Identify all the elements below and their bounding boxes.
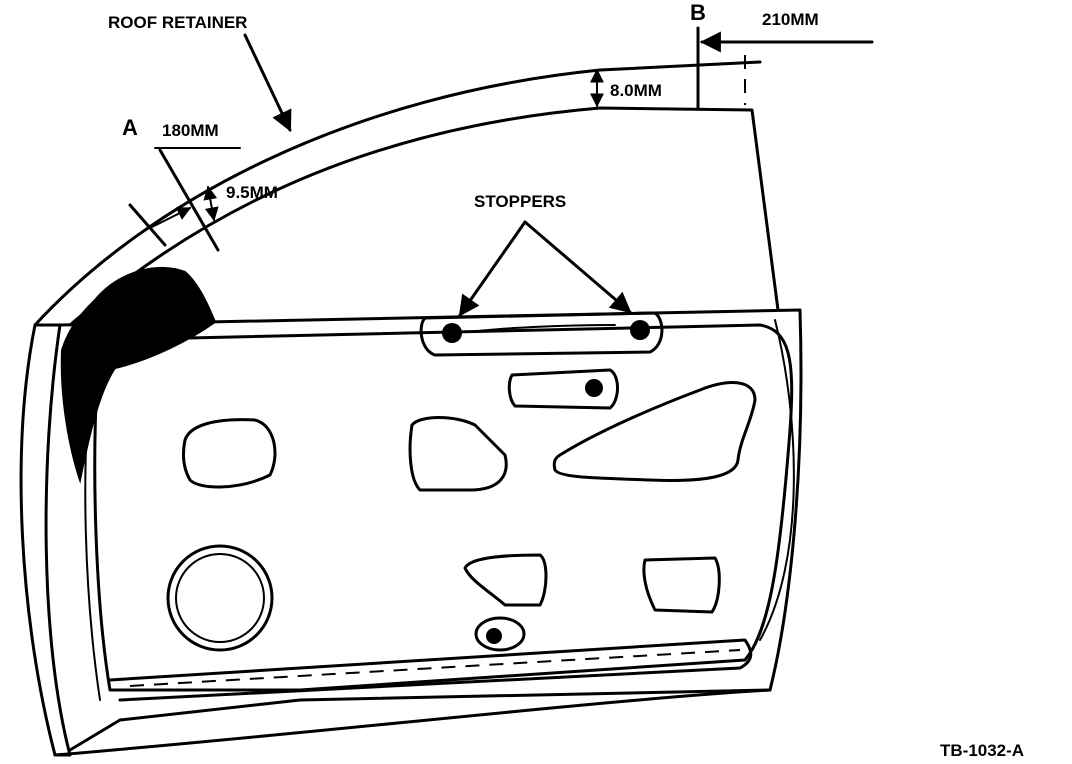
trim-panel-outline	[93, 323, 794, 692]
door-handle-knob	[585, 379, 603, 397]
trim-panel-right-edge	[759, 319, 795, 641]
speaker-inner	[175, 553, 265, 643]
cutout-upper-middle	[408, 416, 508, 492]
cutout-lower-right	[642, 556, 721, 614]
corner-seal	[60, 266, 217, 484]
retainer-arrow-a	[149, 207, 192, 229]
stoppers-leader-right	[523, 220, 632, 314]
roof-retainer-label: ROOF RETAINER	[108, 13, 247, 32]
door-body	[58, 308, 803, 752]
stopper-pocket	[419, 311, 664, 357]
dim-9-5-label: 9.5MM	[226, 183, 278, 202]
retainer-break-line-1	[128, 203, 167, 247]
dim-180-label: 180MM	[162, 121, 219, 140]
stopper-left	[442, 323, 462, 343]
bottom-trim-dashed	[129, 649, 741, 687]
dim-9-5-arrow	[203, 185, 219, 222]
cutout-lower-middle	[463, 553, 548, 607]
door-lower-edge	[53, 688, 772, 757]
door-handle-recess	[507, 368, 619, 410]
dim-8-0-label: 8.0MM	[610, 81, 662, 100]
cutout-upper-left	[181, 418, 277, 489]
lock-knob-center	[486, 628, 502, 644]
point-b-label: B	[690, 0, 706, 25]
figure-id-label: TB-1032-A	[940, 741, 1024, 760]
stoppers-leader-left	[458, 220, 527, 317]
lock-knob	[474, 616, 526, 652]
stopper-right	[630, 320, 650, 340]
bottom-trim-strip	[108, 638, 753, 702]
door-outer-frame	[33, 60, 762, 327]
retainer-break-line-2	[158, 148, 220, 252]
cutout-armrest	[552, 381, 757, 482]
stopper-pocket-inner	[469, 324, 616, 333]
point-a-label: A	[122, 115, 138, 140]
speaker-outer	[166, 544, 274, 652]
dim-210-label: 210MM	[762, 10, 819, 29]
roof-retainer-leader	[243, 33, 292, 132]
stoppers-label: STOPPERS	[474, 192, 566, 211]
